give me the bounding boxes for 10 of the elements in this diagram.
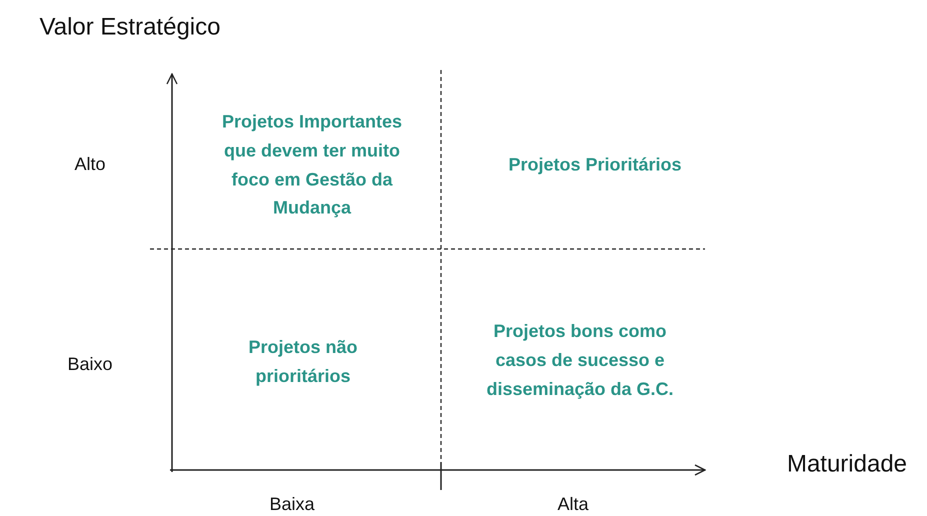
axis-level-label: Alto [73,154,107,176]
quadrant-label: Projetos não prioritários [247,336,359,388]
quadrant-label: Projetos bons como casos de sucesso e disseminação da G.C. [485,320,675,401]
axis-level-label: Alta [556,494,590,516]
quadrant-label: Projetos Prioritários [507,154,683,177]
axis-title: Valor Estratégico [38,14,222,42]
axis-title: Maturidade [786,450,908,480]
axis-level-label: Baixo [66,354,114,376]
axis-level-label: Baixa [268,494,316,516]
quadrant-label: Projetos Importantes que devem ter muito foco em Gestão da Mudança [220,110,404,220]
